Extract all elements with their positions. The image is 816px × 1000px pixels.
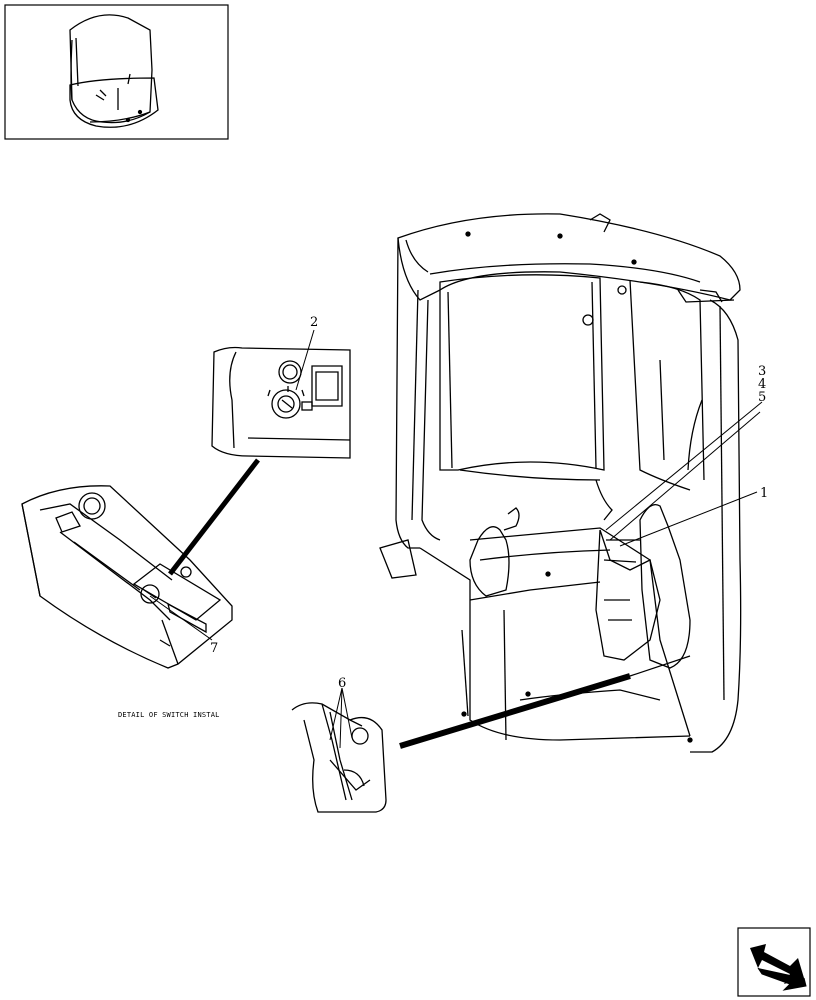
callout-1: 1 <box>760 486 768 501</box>
detail-connector-lines <box>168 458 691 749</box>
callout-2: 2 <box>310 315 318 330</box>
detail-caption: DETAIL OF SWITCH INSTAL <box>118 711 220 719</box>
callout-5: 5 <box>758 390 766 405</box>
cab-assembly <box>379 213 742 753</box>
callout-6: 6 <box>338 676 346 691</box>
cab-thumbnail-icon[interactable] <box>4 4 229 140</box>
callout-3: 3 <box>758 364 766 379</box>
callout-7: 7 <box>210 641 218 656</box>
control-pod-detail <box>21 485 233 669</box>
callout-labels: 2 3 4 5 1 6 7 <box>210 315 768 691</box>
switch-panel-detail <box>211 346 351 459</box>
harness-detail <box>291 702 387 813</box>
next-page-arrow-icon[interactable] <box>737 927 811 997</box>
callout-4: 4 <box>758 377 766 392</box>
leader-lines <box>149 329 763 749</box>
